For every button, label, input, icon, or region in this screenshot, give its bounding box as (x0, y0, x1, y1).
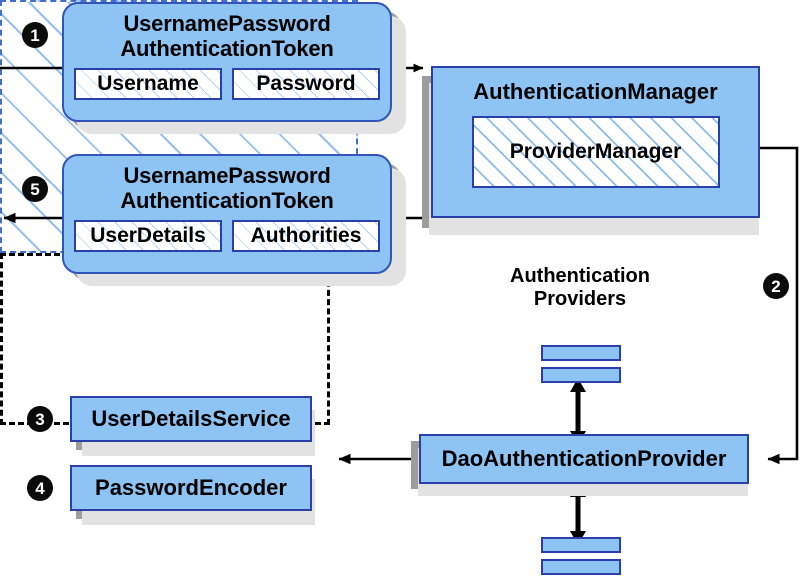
slot-username[interactable]: Username (74, 68, 222, 101)
providers-heading-line1: Authentication (510, 265, 650, 287)
providers-heading: Authentication Providers (470, 265, 690, 311)
request-token-card[interactable]: UsernamePassword AuthenticationToken Use… (62, 2, 392, 122)
passwordencoder-box[interactable]: PasswordEncoder (70, 465, 312, 511)
authentication-manager-box[interactable]: AuthenticationManager ProviderManager (431, 66, 760, 218)
provider-manager-box[interactable]: ProviderManager (471, 115, 720, 188)
response-token-card[interactable]: UsernamePassword AuthenticationToken Use… (62, 154, 392, 274)
dao-authentication-provider-box[interactable]: DaoAuthenticationProvider (419, 434, 749, 484)
provider-stub-bottom-2[interactable] (541, 559, 621, 575)
request-token-title-line1: UsernamePassword (123, 11, 331, 36)
provider-stub-bottom-1[interactable] (541, 537, 621, 553)
slot-authorities[interactable]: Authorities (232, 220, 380, 253)
request-token-title: UsernamePassword AuthenticationToken (120, 11, 334, 62)
slot-password[interactable]: Password (232, 68, 380, 101)
marker-1: 1 (22, 22, 48, 48)
marker-4: 4 (27, 475, 53, 501)
slot-userdetails[interactable]: UserDetails (74, 220, 222, 253)
providers-heading-line2: Providers (533, 288, 627, 310)
request-token-slots: Username Password (74, 68, 380, 101)
marker-3: 3 (27, 406, 53, 432)
authentication-manager-title: AuthenticationManager (473, 79, 718, 104)
response-token-title-line2: AuthenticationToken (120, 188, 334, 214)
marker-2: 2 (763, 273, 789, 299)
arrow-step2-manager-to-provider (760, 146, 799, 465)
response-token-slots: UserDetails Authorities (74, 220, 380, 253)
response-token-title-line1: UsernamePassword (123, 163, 331, 188)
provider-stub-top-1[interactable] (541, 345, 621, 361)
provider-stub-top-2[interactable] (541, 367, 621, 383)
marker-5: 5 (22, 176, 48, 202)
response-token-title: UsernamePassword AuthenticationToken (120, 163, 334, 214)
request-token-title-line2: AuthenticationToken (120, 36, 334, 62)
userdetailsservice-box[interactable]: UserDetailsService (70, 396, 312, 442)
